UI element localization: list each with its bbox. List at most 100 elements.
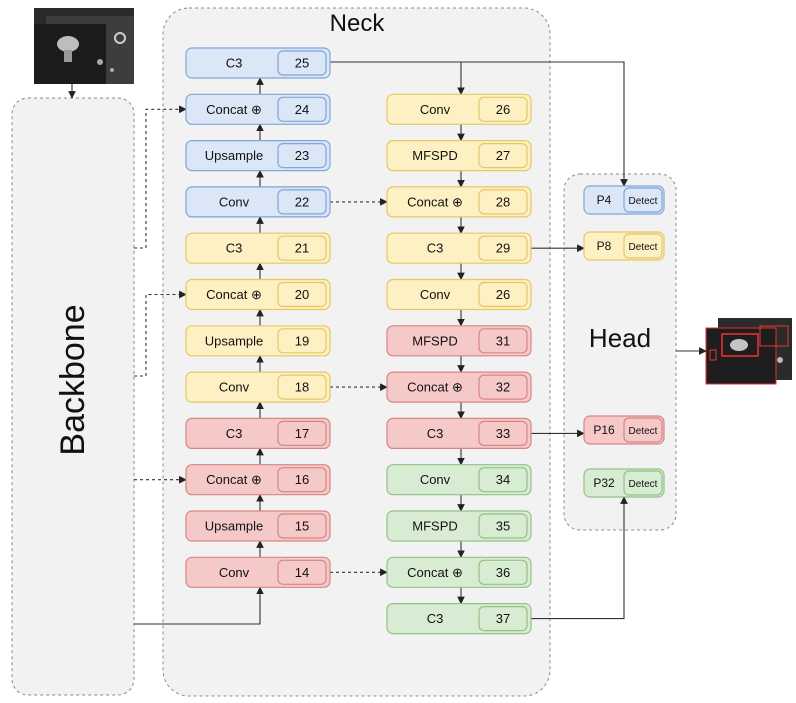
neck-block-23-label: Upsample (205, 148, 264, 163)
neck-block-18-label: Conv (219, 380, 250, 395)
neck-block-r11-label: C3 (427, 611, 444, 626)
neck-block-r6-label: Concat ⊕ (407, 380, 463, 395)
neck-block-r0-num-box (478, 96, 528, 122)
neck-block-17-number: 17 (295, 426, 309, 441)
neck-block-r7-num-box (478, 420, 528, 446)
neck-block-r8-num-box (478, 467, 528, 493)
detect-scale-label: P32 (593, 476, 615, 490)
neck-block-17-label: C3 (226, 426, 243, 441)
neck-block-r9-num-box (478, 513, 528, 539)
neck-block-18: Conv 18 (185, 371, 331, 403)
neck-block-r5: MFSPD 31 (386, 325, 532, 357)
detect-scale-label: P16 (593, 423, 615, 437)
neck-block-25-number: 25 (295, 56, 309, 71)
connections (68, 61, 707, 625)
dash-backbone-to-24 (134, 105, 187, 249)
neck-block-16-num-box (277, 467, 327, 493)
neck-block-15-num-box (277, 513, 327, 539)
detect-block-p32: P32 Detect (583, 468, 665, 498)
neck-block-r9: MFSPD 35 (386, 510, 532, 542)
neck-block-r3-number: 29 (496, 241, 510, 256)
neck-block-r5-label: MFSPD (412, 333, 458, 348)
neck-block-14-number: 14 (295, 565, 309, 580)
neck-block-16: Concat ⊕16 (185, 464, 331, 496)
backbone-panel: Backbone (11, 97, 135, 696)
neck-block-r9-number: 35 (496, 519, 510, 534)
neck-block-r10-number: 36 (496, 565, 510, 580)
neck-block-r7: C3 33 (386, 417, 532, 449)
neck-block-23-num-box (277, 143, 327, 169)
neck-block-r5-number: 31 (496, 333, 510, 348)
neck-block-19-number: 19 (295, 333, 309, 348)
neck-block-r1-label: MFSPD (412, 148, 458, 163)
neck-block-r6-num-box (478, 374, 528, 400)
detect-inner-box (623, 233, 663, 259)
neck-block-14-num-box (277, 559, 327, 585)
neck-block-r6-number: 32 (496, 380, 510, 395)
head-title: Head (589, 323, 651, 353)
neck-block-r8: Conv 34 (386, 464, 532, 496)
neck-block-25-num-box (277, 50, 327, 76)
neck-block-24: Concat ⊕ 24 (185, 93, 331, 125)
neck-block-r8-label: Conv (420, 472, 451, 487)
neck-block-r10-label: Concat ⊕ (407, 565, 463, 580)
neck-block-15: Upsample 15 (185, 510, 331, 542)
neck-block-r11: C3 37 (386, 602, 532, 635)
neck-block-19-label: Upsample (205, 333, 264, 348)
neck-block-19-num-box (277, 328, 327, 354)
neck-block-r2-num-box (478, 189, 528, 215)
arrow-37-to-p32 (531, 496, 628, 620)
detect-label: Detect (629, 479, 658, 490)
neck-block-r0-number: 26 (496, 102, 510, 117)
neck-block-24-label: Concat ⊕ (206, 102, 262, 117)
neck-block-r3: C3 29 (386, 232, 532, 264)
neck-block-20-num-box (277, 281, 327, 308)
neck-block-r4-number: 26 (496, 287, 510, 302)
detect-label: Detect (629, 426, 658, 437)
neck-block-r3-num-box (478, 235, 528, 261)
neck-block-r2: Concat ⊕ 28 (386, 186, 532, 218)
neck-block-r7-label: C3 (427, 426, 444, 441)
neck-block-22-num-box (277, 189, 327, 215)
neck-block-18-num-box (277, 374, 327, 400)
output-image (705, 318, 792, 385)
detect-label: Detect (629, 242, 658, 253)
dash-backbone-to-20 (134, 290, 187, 377)
neck-block-15-label: Upsample (205, 519, 264, 534)
neck-block-r7-number: 33 (496, 426, 510, 441)
neck-block-r1-number: 27 (496, 148, 510, 163)
detect-block-p16: P16 Detect (583, 415, 665, 445)
neck-block-22-number: 22 (295, 194, 309, 209)
detect-scale-label: P8 (597, 239, 612, 253)
neck-block-20-label: Concat ⊕ (206, 287, 262, 302)
neck-block-r5-num-box (478, 328, 528, 354)
neck-block-24-number: 24 (295, 102, 309, 117)
neck-title: Neck (330, 10, 386, 37)
neck-block-21-label: C3 (226, 241, 243, 256)
neck-block-r10-num-box (478, 559, 528, 585)
neck-block-19: Upsample 19 (185, 325, 331, 357)
neck-block-r8-number: 34 (496, 472, 510, 487)
neck-block-20-number: 20 (295, 287, 309, 302)
neck-block-r9-label: MFSPD (412, 519, 458, 534)
neck-block-r2-number: 28 (496, 194, 510, 209)
neck-block-r1-num-box (478, 143, 528, 169)
neck-block-17-num-box (277, 420, 327, 446)
neck-block-15-number: 15 (295, 519, 309, 534)
neck-block-18-number: 18 (295, 380, 309, 395)
neck-block-r1: MFSPD 27 (386, 140, 532, 172)
neck-block-16-label: Concat ⊕ (206, 472, 262, 487)
neck-block-r11-number: 37 (496, 611, 510, 626)
neck-block-r2-label: Concat ⊕ (407, 194, 463, 209)
neck-block-r3-label: C3 (427, 241, 444, 256)
backbone-title: Backbone (54, 304, 92, 455)
